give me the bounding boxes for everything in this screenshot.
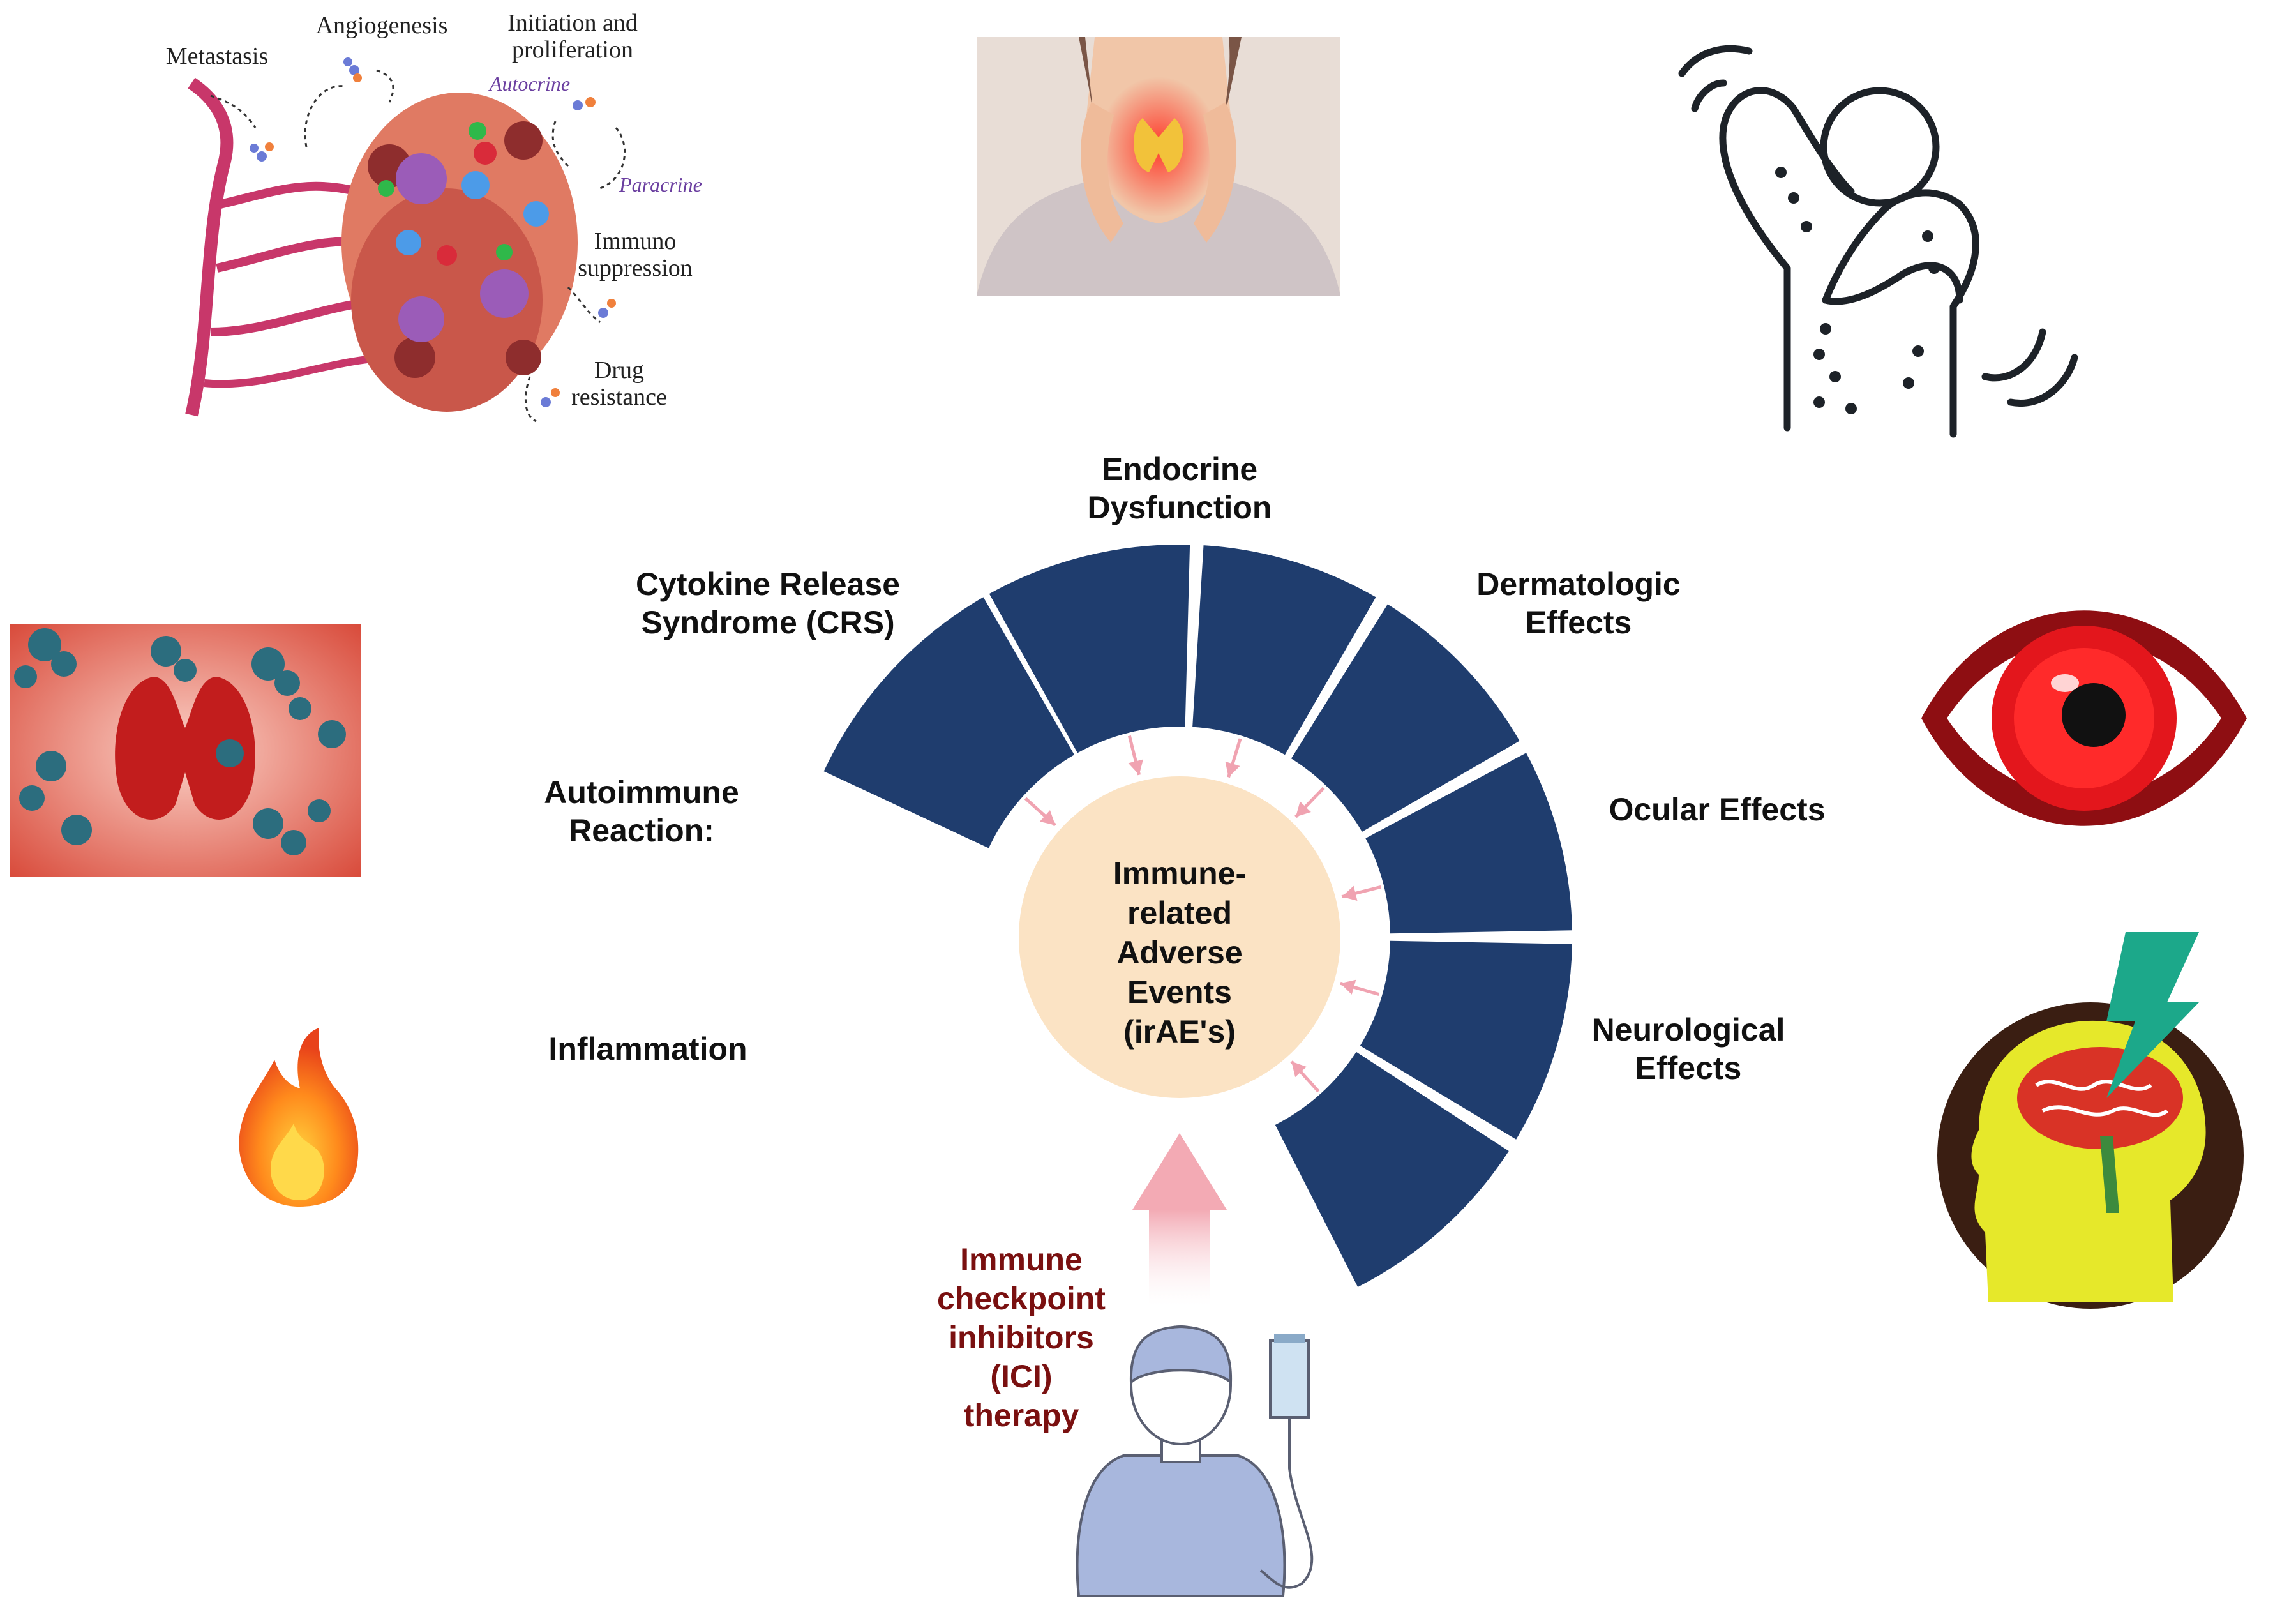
thyroid-antibody-icon bbox=[10, 624, 361, 877]
tumor-autocrine-label: Autocrine bbox=[488, 72, 570, 95]
brain-lightning-icon bbox=[1937, 932, 2244, 1309]
category-label-ocular: Ocular Effects bbox=[1609, 792, 1825, 827]
tumor-metastasis-label: Metastasis bbox=[166, 43, 268, 70]
irae-ring bbox=[823, 545, 1572, 1287]
ring-segment-ocular bbox=[1360, 940, 1572, 1140]
inward-arrowhead-autoimmune bbox=[1128, 759, 1143, 775]
iv-patient-icon bbox=[1076, 1325, 1314, 1597]
therapy-arrow bbox=[1132, 1133, 1227, 1306]
ring-segment-autoimmune bbox=[989, 545, 1190, 753]
inward-arrowhead-neurological bbox=[1291, 1061, 1307, 1078]
flame-icon bbox=[239, 1028, 359, 1207]
tumor-paracrine-label: Paracrine bbox=[619, 173, 702, 196]
inward-arrowhead-ocular bbox=[1340, 979, 1356, 995]
ring-segment-crs bbox=[1192, 545, 1376, 755]
inward-arrowhead-inflammation bbox=[1039, 810, 1056, 825]
ring-segment-dermatologic bbox=[1365, 753, 1572, 934]
ring-segment-neurological bbox=[1275, 1051, 1509, 1287]
center-circle bbox=[1019, 776, 1340, 1098]
thyroid-neck-icon bbox=[977, 37, 1340, 296]
ring-segment-inflammation bbox=[823, 597, 1074, 848]
category-label-inflammation: Inflammation bbox=[548, 1031, 747, 1067]
ring-segment-endocrine bbox=[1291, 604, 1520, 832]
inward-arrowhead-dermatologic bbox=[1342, 885, 1358, 901]
inward-arrowhead-crs bbox=[1225, 761, 1240, 778]
tumor-angiogenesis-label: Angiogenesis bbox=[316, 12, 448, 39]
red-eye-icon bbox=[1921, 610, 2247, 826]
inward-arrows bbox=[1024, 735, 1381, 1093]
inward-arrowhead-endocrine bbox=[1296, 801, 1311, 817]
itchy-skin-icon bbox=[1678, 45, 2078, 438]
